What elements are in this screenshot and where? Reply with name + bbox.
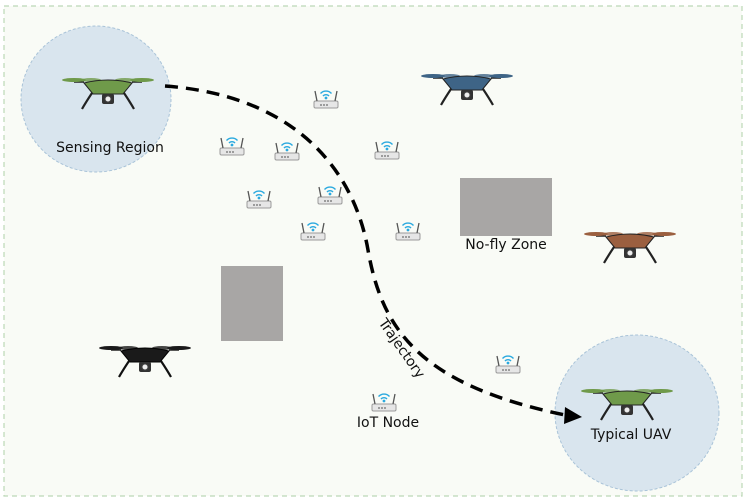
trajectory-path [164,84,566,417]
trajectory-arrowhead [564,407,582,424]
no-fly-zone-right [460,178,552,236]
sensing-region-bottom-right [554,334,720,492]
drone-blue-top-right [421,74,513,106]
no-fly-zone-left [221,266,283,341]
drone-black-bottom-left [99,346,191,378]
drone-green-typical-uav [581,389,673,421]
sensing-region-label: Sensing Region [56,140,164,156]
sensing-region-top-left [20,25,172,173]
typical-uav-label: Typical UAV [590,427,672,443]
no-fly-zone-label: No-fly Zone [465,237,547,253]
drone-brown-right [584,232,676,264]
iot-node-label: IoT Node [357,415,419,431]
drone-green-top-left [62,78,154,110]
